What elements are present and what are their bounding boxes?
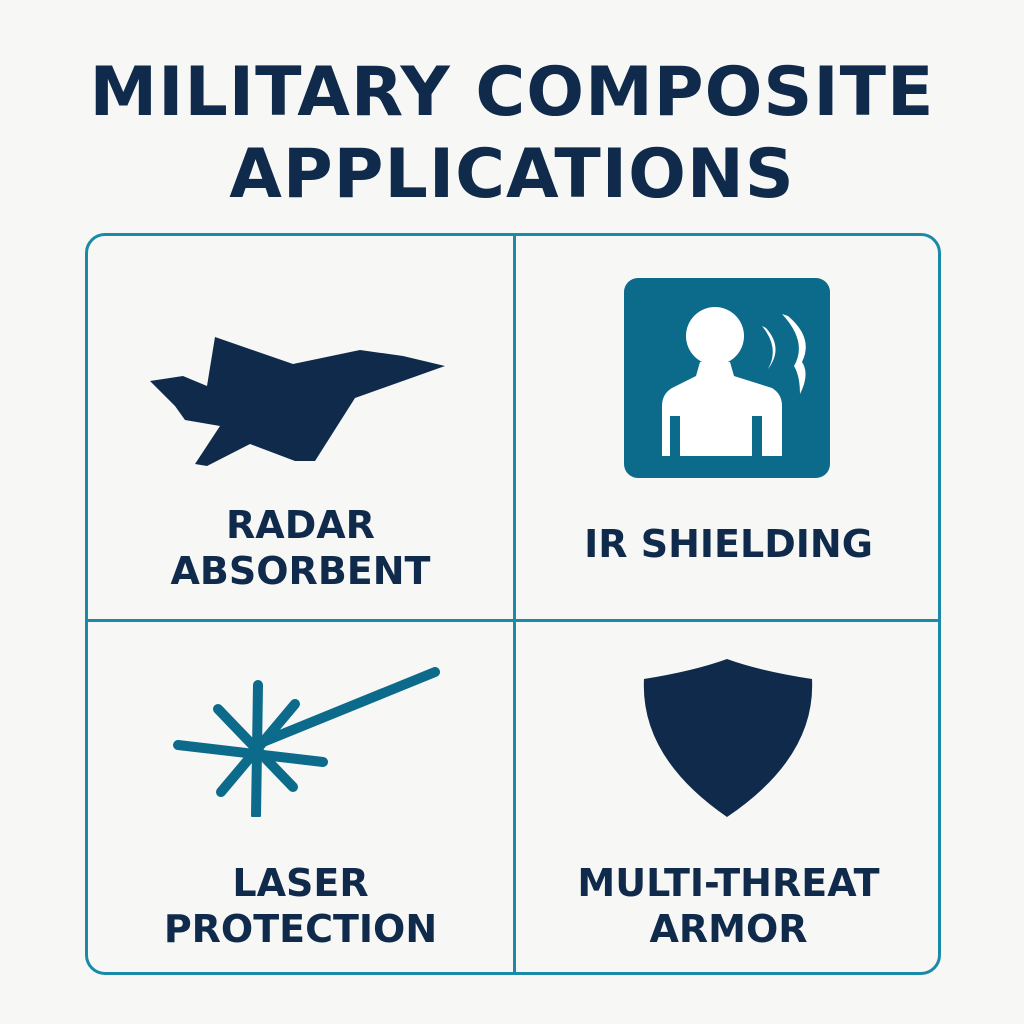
label-ir-shielding: IR SHIELDING xyxy=(584,522,873,566)
label-multi-threat-armor: MULTI-THREAT ARMOR xyxy=(577,861,880,951)
cell-multi-threat-armor: MULTI-THREAT ARMOR xyxy=(516,622,941,972)
title-line-1: MILITARY COMPOSITE xyxy=(89,53,935,132)
cell-radar-absorbent: RADAR ABSORBENT xyxy=(88,236,513,619)
label-radar-absorbent: RADAR ABSORBENT xyxy=(170,503,431,593)
label-laser-protection: LASER PROTECTION xyxy=(163,861,438,951)
cell-ir-shielding: IR SHIELDING xyxy=(516,236,941,619)
applications-grid: RADAR ABSORBENT IR SHIELDING xyxy=(85,233,941,975)
shield-icon xyxy=(643,659,813,817)
cell-laser-protection: LASER PROTECTION xyxy=(88,622,513,972)
person-heat-icon xyxy=(624,278,830,478)
fighter-jet-icon xyxy=(150,337,445,466)
page-title: MILITARY COMPOSITE APPLICATIONS xyxy=(0,52,1024,216)
laser-burst-icon xyxy=(173,667,440,817)
horizontal-divider xyxy=(88,619,938,622)
vertical-divider xyxy=(513,236,516,972)
title-line-2: APPLICATIONS xyxy=(229,135,795,214)
